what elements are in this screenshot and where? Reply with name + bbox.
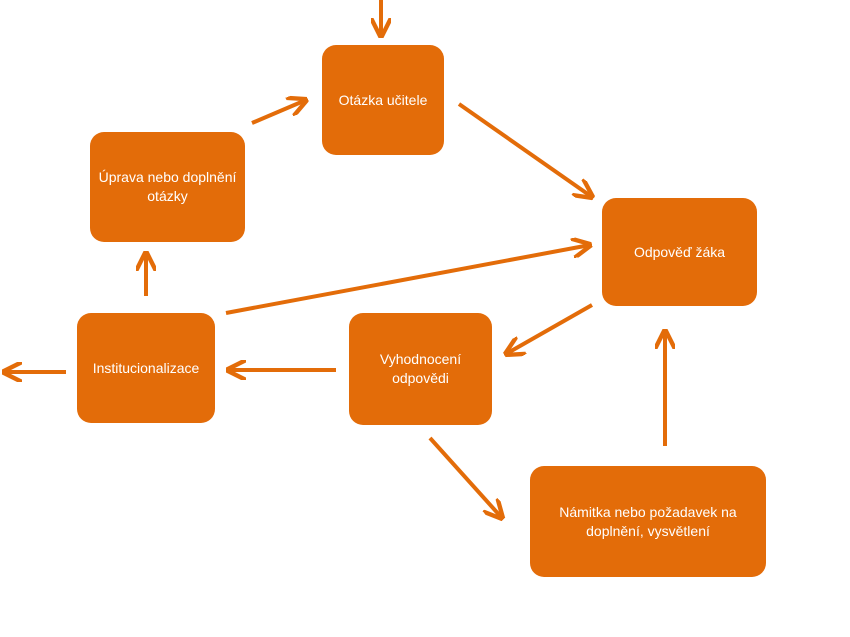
arrow-question-to-answer xyxy=(457,102,592,197)
node-answer-evaluation-label: Vyhodnocení odpovědi xyxy=(379,351,462,386)
node-teacher-question: Otázka učitele xyxy=(322,45,444,155)
arrow-revise-to-question xyxy=(251,100,306,125)
node-institutionalization-label: Institucionalizace xyxy=(92,359,200,376)
arrow-evaluation-to-objection xyxy=(428,436,502,518)
node-objection-request-label: Námitka nebo požadavek na doplnění, vysv… xyxy=(559,503,737,539)
node-teacher-question-label: Otázka učitele xyxy=(338,91,428,108)
node-objection-request: Námitka nebo požadavek na doplnění, vysv… xyxy=(530,466,766,577)
node-student-answer-label: Odpověď žáka xyxy=(633,243,726,260)
node-answer-evaluation: Vyhodnocení odpovědi xyxy=(349,313,492,425)
node-revise-question-label: Úprava nebo doplnění otázky xyxy=(98,169,237,204)
arrow-answer-to-evaluation xyxy=(506,303,593,354)
node-institutionalization: Institucionalizace xyxy=(77,313,215,423)
arrow-institutionalization-to-answer xyxy=(225,245,590,315)
node-student-answer: Odpověď žáka xyxy=(602,198,757,306)
node-revise-question: Úprava nebo doplnění otázky xyxy=(90,132,245,242)
